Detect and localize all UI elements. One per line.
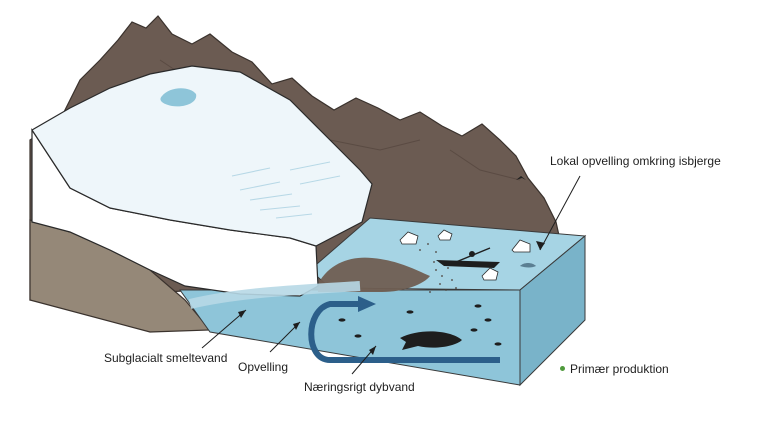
seal-icon	[520, 263, 536, 268]
iceberg-icon	[399, 231, 419, 245]
label-subglacial: Subglacialt smeltevand	[104, 351, 228, 365]
water-right-face	[519, 234, 586, 387]
kayak-icon	[436, 260, 500, 268]
label-deep-water: Næringsrigt dybvand	[304, 380, 415, 394]
glacier-crevasses	[231, 161, 341, 219]
fish-icons	[338, 304, 502, 346]
glacier-lake	[160, 88, 197, 107]
deep-water-arrow	[308, 301, 500, 363]
paddle-icon	[455, 247, 491, 263]
green-dot-icon	[560, 366, 565, 371]
leader-deep-water-head	[369, 346, 376, 355]
leader-local-upwelling	[539, 175, 581, 251]
label-primary-production: Primær produktion	[560, 362, 669, 376]
legend-text: Primær produktion	[570, 362, 669, 376]
bird-icon	[516, 176, 526, 180]
whale-icon	[400, 331, 462, 350]
label-upwelling: Opvelling	[238, 360, 289, 374]
deep-water-arrowhead	[358, 296, 376, 312]
leader-subglacial	[201, 309, 247, 349]
glacier-top	[31, 65, 373, 247]
iceberg-icon	[481, 267, 499, 281]
plume-particles	[419, 243, 457, 293]
iceberg-icon	[437, 229, 453, 241]
label-local-upwelling: Lokal opvelling omkring isbjerge	[550, 154, 721, 168]
leader-subglacial-head	[238, 310, 246, 318]
meltwater-flow	[188, 281, 361, 309]
iceberg-icon	[511, 239, 531, 253]
leader-local-upwelling-head	[536, 241, 545, 250]
leader-upwelling-head	[293, 322, 300, 330]
